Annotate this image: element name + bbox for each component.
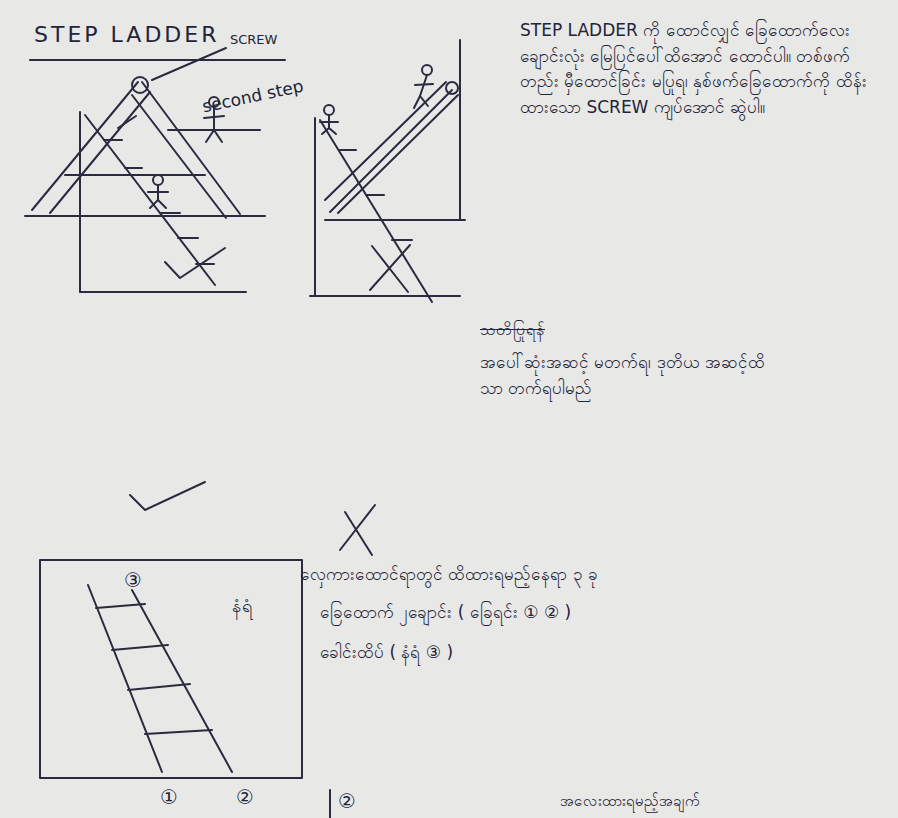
callout-number: ③ <box>124 565 142 595</box>
note-text: ခေါင်းထိပ် ( နံရံ ③ ) <box>320 640 890 666</box>
callout-label: SCREW <box>230 30 277 50</box>
note-text: အပေါ်ဆုံးအဆင့် မတက်ရ၊ ဒုတိယ အဆင့်ထိသာ တက… <box>480 350 780 401</box>
note-text: STEP LADDER ကို ထောင်လျှင် ခြေထောက်လေးချ… <box>520 18 888 120</box>
callout-number: ② <box>236 782 254 812</box>
struck-note: သတိပြုရန် <box>480 318 545 342</box>
note-text: အလေးထားရမည့်အချက် <box>560 790 890 813</box>
callout-number: ① <box>160 782 178 812</box>
wall-label: နံရံ <box>232 592 252 619</box>
title: STEP LADDER <box>34 18 219 51</box>
callout-number: ② <box>338 786 356 816</box>
note-text: ခြေထောက် ၂ချောင်း ( ခြေရင်း ① ② ) <box>320 600 890 626</box>
callout-label: second step <box>200 74 306 120</box>
note-text: လှေကားထောင်ရာတွင် ထိထားရမည့်နေရာ ၃ ခု <box>300 562 890 588</box>
